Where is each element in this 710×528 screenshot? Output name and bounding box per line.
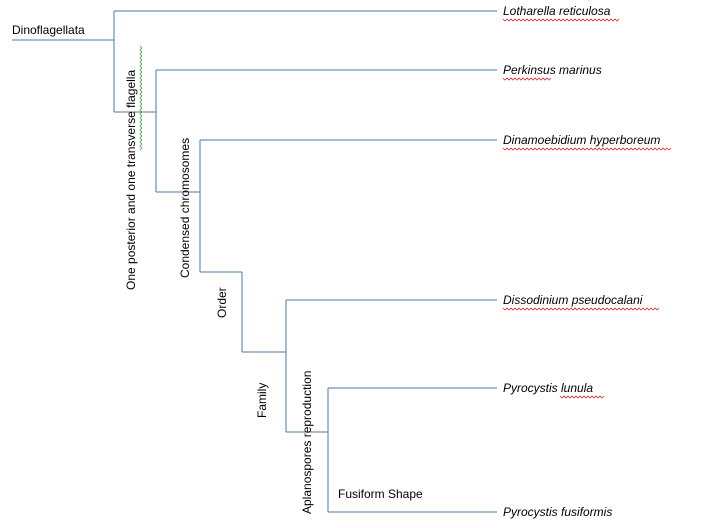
- spellcheck-underline-dinamoebidium: [502, 147, 672, 151]
- character-order: Order: [215, 287, 229, 318]
- grammar-underline-flagella: [139, 45, 143, 151]
- spellcheck-underline-lunula: [559, 395, 605, 399]
- tree-branches: [12, 10, 497, 513]
- character-aplanospores-reproduction: Aplanospores reproduction: [300, 371, 314, 514]
- spellcheck-underline-lotharella: [502, 18, 620, 22]
- taxon-labels: Lotharella reticulosa Perkinsus marinus …: [503, 4, 660, 519]
- character-fusiform-shape: Fusiform Shape: [338, 487, 423, 501]
- character-condensed-chromosomes: Condensed chromosomes: [178, 138, 192, 278]
- character-labels: One posterior and one transverse flagell…: [124, 70, 423, 514]
- taxon-pyrocystis-fusiformis: Pyrocystis fusiformis: [503, 505, 612, 519]
- spellcheck-underline-perkinsus: [502, 77, 552, 81]
- taxon-dissodinium-pseudocalani: Dissodinium pseudocalani: [503, 293, 643, 307]
- taxon-pyrocystis-lunula: Pyrocystis lunula: [503, 381, 593, 395]
- taxon-dinamoebidium-hyperboreum: Dinamoebidium hyperboreum: [503, 133, 660, 147]
- taxon-perkinsus-marinus: Perkinsus marinus: [503, 63, 602, 77]
- taxon-lotharella-reticulosa: Lotharella reticulosa: [503, 4, 611, 18]
- root-label: Dinoflagellata: [12, 23, 85, 37]
- spellcheck-underlines: [139, 18, 672, 399]
- spellcheck-underline-dissodinium: [502, 307, 660, 311]
- character-flagella: One posterior and one transverse flagell…: [124, 70, 138, 290]
- character-family: Family: [255, 383, 269, 418]
